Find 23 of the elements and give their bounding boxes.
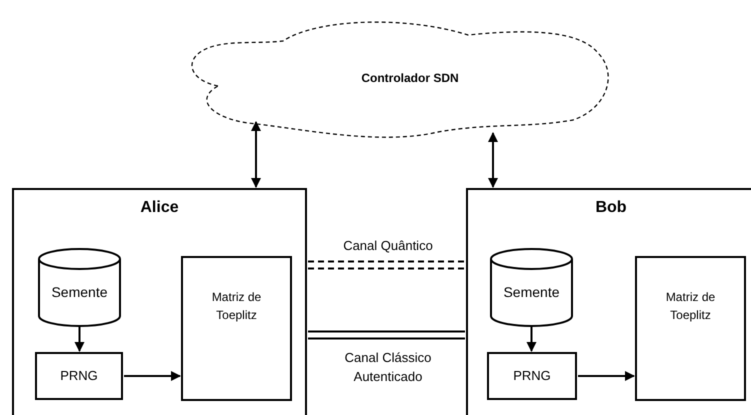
- channel-line: [307, 260, 466, 270]
- node-label: Semente: [503, 284, 560, 300]
- node-label: Alice: [140, 198, 179, 218]
- arrow: [124, 371, 181, 381]
- process-box: [181, 256, 292, 401]
- node-label: Semente: [51, 284, 108, 300]
- arrow: [526, 326, 536, 352]
- arrow: [488, 132, 498, 188]
- node-label: PRNG: [60, 367, 98, 386]
- party-box: [466, 188, 751, 415]
- arrow: [74, 326, 84, 352]
- channel-line: [307, 330, 466, 340]
- node-label: Matriz de Toeplitz: [666, 290, 716, 322]
- node-label: Controlador SDN: [361, 71, 459, 85]
- process-box: [35, 352, 123, 400]
- process-box: [635, 256, 746, 401]
- process-box: [487, 352, 577, 400]
- node-label: PRNG: [513, 367, 551, 386]
- party-box: [12, 188, 307, 415]
- arrow: [578, 371, 635, 381]
- node-label: Matriz de Toeplitz: [212, 290, 262, 322]
- arrow: [251, 121, 261, 188]
- node-label: Bob: [595, 198, 627, 218]
